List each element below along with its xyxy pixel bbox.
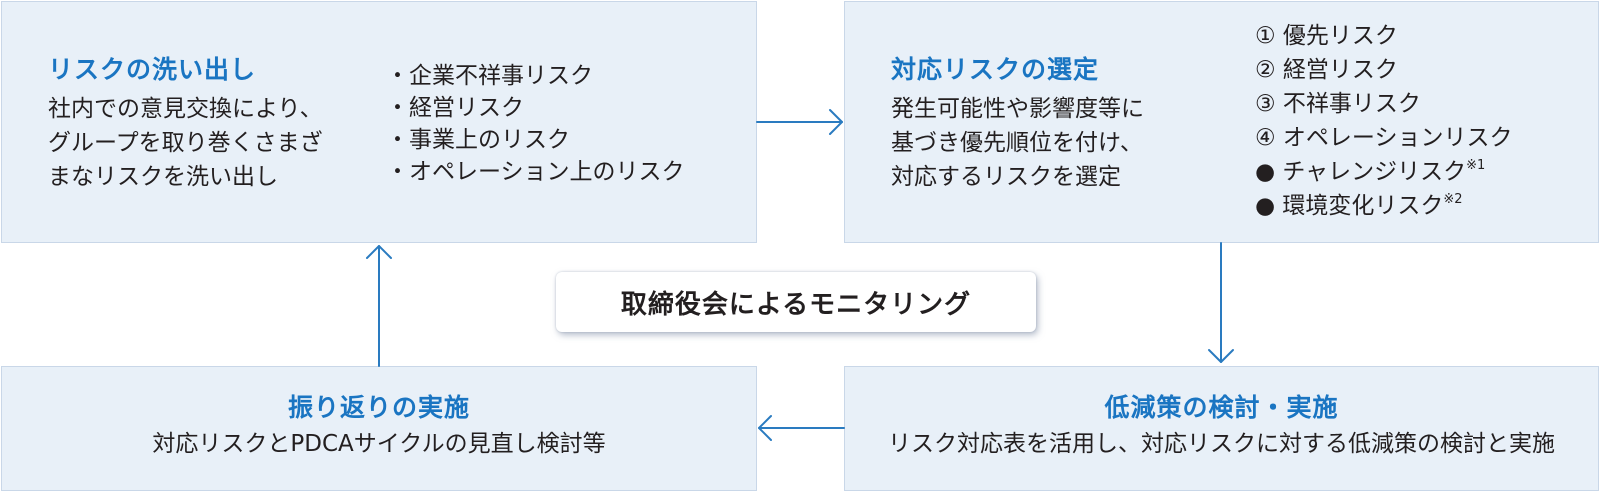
list-item: ● チャレンジリスク※1 (1255, 158, 1486, 185)
monitoring-text: 取締役会によるモニタリング (620, 289, 972, 320)
step-title: 対応リスクの選定 (891, 55, 1100, 84)
description-line: 基づき優先順位を付け、 (891, 130, 1143, 156)
step-title: リスクの洗い出し (48, 55, 257, 84)
arrow-down-icon (1208, 242, 1234, 363)
risk-category-list: ・企業不祥事リスク ・経営リスク ・事業上のリスク ・オペレーション上のリスク (386, 60, 685, 188)
list-item: ・オペレーション上のリスク (386, 159, 685, 185)
description-line: グループを取り巻くさまざ (48, 130, 323, 156)
step-description: 対応リスクとPDCAサイクルの見直し検討等 (152, 431, 606, 457)
list-item: ① 優先リスク (1255, 23, 1398, 49)
step-description: 発生可能性や影響度等に 基づき優先順位を付け、 対応するリスクを選定 (891, 92, 1144, 194)
step-mitigation: 低減策の検討・実施 リスク対応表を活用し、対応リスクに対する低減策の検討と実施 (844, 366, 1599, 491)
step-description: 社内での意見交換により、 グループを取り巻くさまざ まなリスクを洗い出し (48, 92, 323, 194)
description-line: 発生可能性や影響度等に (891, 96, 1144, 122)
footnote-mark: ※1 (1466, 158, 1486, 173)
board-monitoring-label: 取締役会によるモニタリング (556, 272, 1036, 332)
arrow-left-icon (758, 415, 845, 441)
description-line: 社内での意見交換により、 (48, 96, 323, 122)
selected-risk-list: ① 優先リスク ② 経営リスク ③ 不祥事リスク ④ オペレーションリスク ● … (1255, 19, 1512, 223)
list-item: ③ 不祥事リスク (1255, 91, 1421, 117)
list-item: ・企業不祥事リスク (386, 63, 593, 89)
step-review: 振り返りの実施 対応リスクとPDCAサイクルの見直し検討等 (1, 366, 757, 491)
arrow-right-icon (756, 109, 843, 135)
step-risk-selection: 対応リスクの選定 発生可能性や影響度等に 基づき優先順位を付け、 対応するリスク… (844, 1, 1599, 243)
step-risk-identification: リスクの洗い出し 社内での意見交換により、 グループを取り巻くさまざ まなリスク… (1, 1, 757, 243)
list-item: ・事業上のリスク (386, 127, 570, 153)
footnote-mark: ※2 (1443, 192, 1463, 207)
list-item: ● 環境変化リスク※2 (1255, 192, 1463, 219)
list-item: ② 経営リスク (1255, 57, 1398, 83)
list-item: ④ オペレーションリスク (1255, 125, 1513, 151)
description-line: まなリスクを洗い出し (48, 164, 278, 190)
step-title: 低減策の検討・実施 (1104, 393, 1339, 422)
list-item: ・経営リスク (386, 95, 524, 121)
description-line: 対応するリスクを選定 (891, 164, 1121, 190)
step-title: 振り返りの実施 (287, 393, 470, 422)
step-description: リスク対応表を活用し、対応リスクに対する低減策の検討と実施 (888, 431, 1555, 457)
arrow-up-icon (366, 245, 392, 367)
